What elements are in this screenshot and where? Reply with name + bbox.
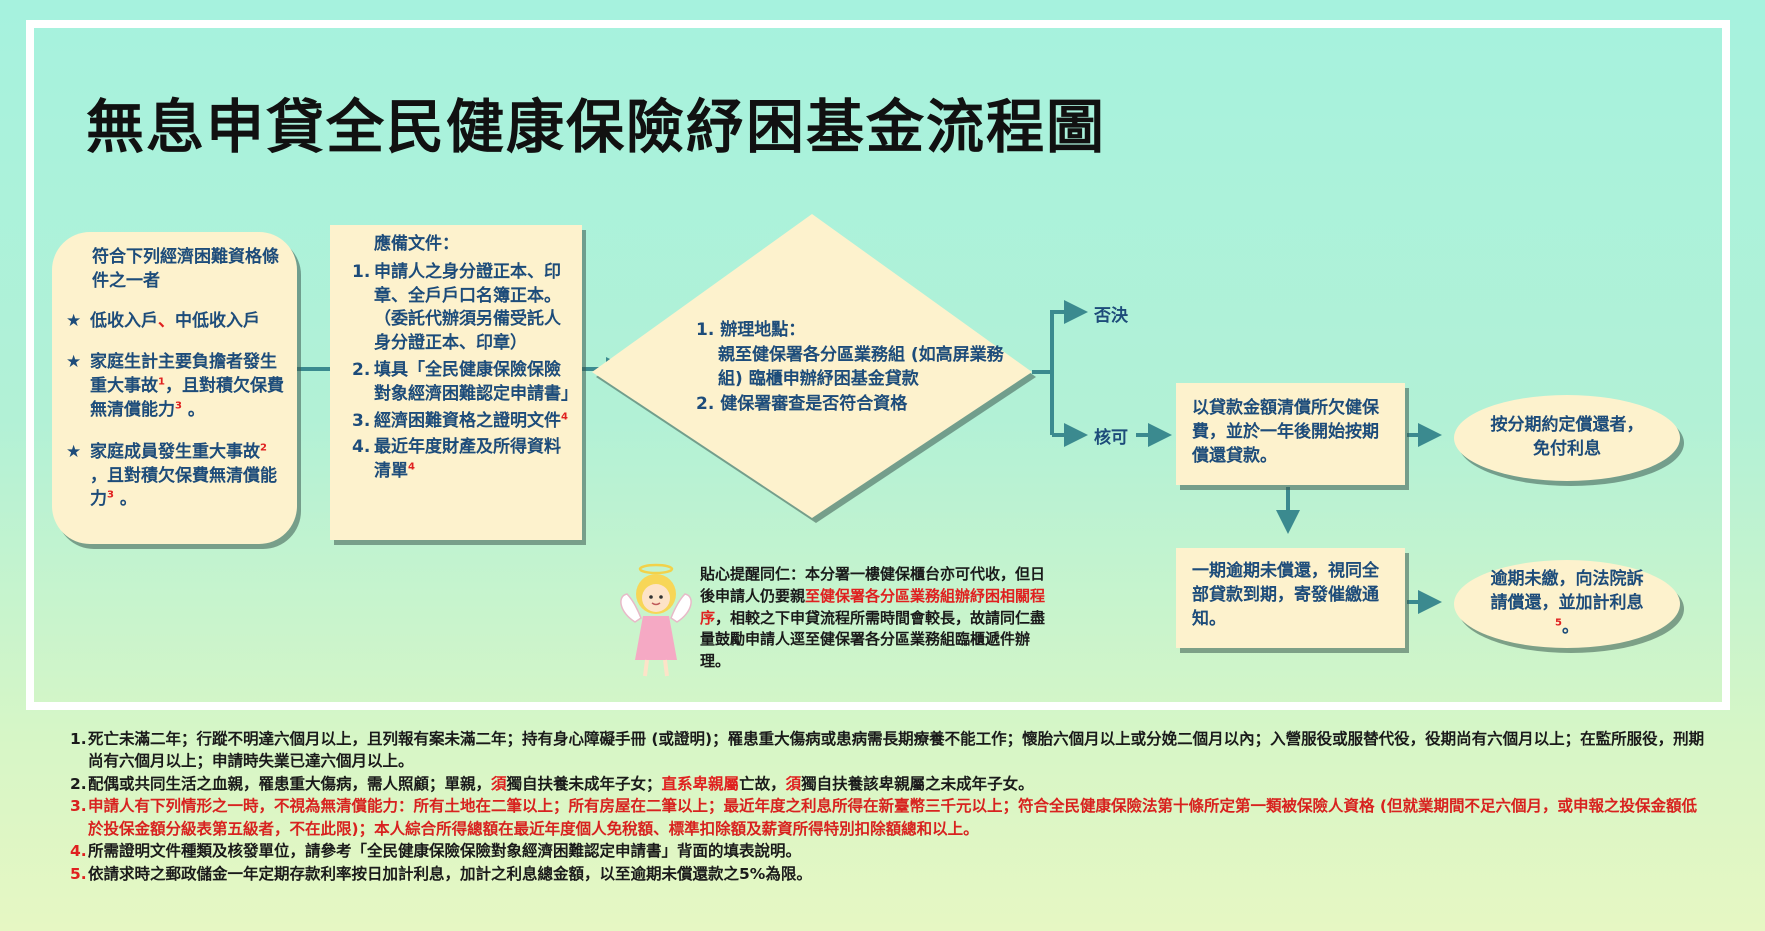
text-segment: 、: [158, 310, 175, 331]
page-title: 無息申貸全民健康保險紓困基金流程圖: [86, 93, 1107, 161]
lawsuit-oval: 逾期未繳，向法院訴請償還，並加計利息5。: [1454, 560, 1680, 648]
eligibility-list: ★低收入戶、中低收入戶★家庭生計主要負擔者發生重大事故1，且對積欠保費無清償能力…: [66, 310, 285, 513]
footnote-text: 死亡未滿二年；行蹤不明達六個月以上，且列報有案未滿二年；持有身心障礙手冊 (或證…: [88, 728, 1710, 773]
footnote-text: 申請人有下列情形之一時，不視為無清償能力：所有土地在二筆以上；所有房屋在二筆以上…: [88, 795, 1710, 840]
footnote-item: 2.配偶或共同生活之血親，罹患重大傷病，需人照顧；單親，須獨自扶養未成年子女；直…: [70, 773, 1710, 795]
text-segment: 須: [491, 774, 507, 793]
content-frame: [26, 20, 1730, 710]
star-icon: ★: [66, 352, 82, 373]
text-segment: 低收入戶: [90, 310, 158, 331]
location-label: 1. 辦理地點：: [696, 320, 806, 340]
text-segment: 獨自扶養該卑親屬之未成年子女。: [801, 774, 1034, 793]
text-segment: 最近年度財產及所得資料清單: [374, 437, 561, 482]
angel-icon: [620, 563, 692, 677]
text-segment: 至健保署各分區業務組辦紓困相關程序: [700, 586, 1046, 627]
text-segment: 。: [181, 399, 205, 420]
text-segment: ，相較之下申貸流程所需時間會較長，故請同仁盡量鼓勵申請人逕至健保署各分區業務組臨…: [700, 608, 1046, 671]
arrow-reject: [1050, 300, 1088, 435]
text-segment: 家庭成員發生重大事故: [90, 441, 260, 462]
text-segment: 死亡未滿二年；行蹤不明達六個月以上，且列報有案未滿二年；持有身心障礙手冊 (或證…: [88, 730, 1705, 771]
documents-heading: 應備文件：: [374, 234, 459, 254]
approve-label: 核可: [1094, 428, 1128, 448]
item-number: 3.: [352, 410, 371, 431]
text-segment: 配偶或共同生活之血親，罹患重大傷病，需人照顧；單親，: [88, 774, 492, 793]
documents-box: 應備文件： 1.申請人之身分證正本、印章、全戶戶口名簿正本。 （委託代辦須另備受…: [330, 225, 582, 540]
document-item-text: 申請人之身分證正本、印章、全戶戶口名簿正本。 （委託代辦須另備受託人身分證正本、…: [374, 261, 572, 356]
document-item-text: 填具「全民健康保險保險對象經濟困難認定申請書」: [374, 359, 578, 407]
footnote-item: 5.依請求時之郵政儲金一年定期存款利率按日加計利息，加計之利息總金額，以至逾期未…: [70, 863, 1710, 885]
footnote-item: 3.申請人有下列情形之一時，不視為無清償能力：所有土地在二筆以上；所有房屋在二筆…: [70, 795, 1710, 840]
eligibility-heading: 符合下列經濟困難資格條件之一者: [92, 247, 279, 291]
reminder-text: 貼心提醒同仁：本分署一樓健保櫃台亦可代收，但日後申請人仍要親至健保署各分區業務組…: [700, 564, 1052, 673]
text-segment: 獨自扶養未成年子女；: [506, 774, 662, 793]
text-segment: 申請人之身分證正本、印章、全戶戶口名簿正本。 （委託代辦須另備受託人身分證正本、…: [374, 261, 561, 354]
footnote-number: 5.: [70, 864, 87, 883]
approved-box: 以貸款金額清償所欠健保費，並於一年後開始按期償還貸款。: [1176, 383, 1405, 485]
text-segment: ，且對積欠保費無清償能力: [90, 465, 277, 510]
document-item: 3.經濟困難資格之證明文件4: [352, 410, 572, 434]
overdue-text: 一期逾期未償還，視同全部貸款到期，寄發催繳通知。: [1192, 561, 1379, 629]
approved-text: 以貸款金額清償所欠健保費，並於一年後開始按期償還貸款。: [1192, 398, 1379, 466]
installment-text: 按分期約定償還者，免付利息: [1490, 415, 1644, 459]
footnote-text: 依請求時之郵政儲金一年定期存款利率按日加計利息，加計之利息總金額，以至逾期未償還…: [88, 863, 812, 885]
text-segment: 家庭生計主要負擔者發生重大事故: [90, 352, 277, 397]
decision-text: 1. 辦理地點： 親至健保署各分區業務組 (如高屏業務組) 臨櫃申辦紓困基金貸款…: [696, 318, 1016, 417]
document-item: 2.填具「全民健康保險保險對象經濟困難認定申請書」: [352, 359, 578, 407]
eligibility-box: 符合下列經濟困難資格條件之一者 ★ 低收入戶、中低收入戶 ★ 家庭生計主要負擔者發生重…: [52, 232, 297, 544]
text-segment: 依請求時之郵政儲金一年定期存款利率按日加計利息，加計之利息總金額，以至逾期未償還…: [88, 864, 812, 883]
text-segment: 直系卑親屬: [661, 774, 740, 793]
footnote-ref: 2: [260, 442, 267, 454]
text-segment: 。: [113, 489, 137, 510]
document-item-text: 經濟困難資格之證明文件4: [374, 410, 568, 434]
document-item: 1.申請人之身分證正本、印章、全戶戶口名簿正本。 （委託代辦須另備受託人身分證正…: [352, 261, 572, 356]
documents-list: 1.申請人之身分證正本、印章、全戶戶口名簿正本。 （委託代辦須另備受託人身分證正…: [352, 261, 578, 484]
text-segment: ，且對積欠保費無清償能力: [90, 376, 284, 420]
star-icon: ★: [66, 310, 82, 331]
overdue-box: 一期逾期未償還，視同全部貸款到期，寄發催繳通知。: [1176, 548, 1405, 648]
footnotes: 1.死亡未滿二年；行蹤不明達六個月以上，且列報有案未滿二年；持有身心障礙手冊 (…: [70, 728, 1710, 885]
footnote-number: 2.: [70, 774, 87, 793]
text-segment: 所需證明文件種類及核發單位，請參考「全民健康保險保險對象經濟困難認定申請書」背面…: [88, 842, 802, 861]
star-icon: ★: [66, 441, 82, 462]
eligibility-item: ★ 低收入戶、中低收入戶: [66, 310, 285, 334]
text-segment: 申請人有下列情形之一時，不視為無清償能力：所有土地在二筆以上；所有房屋在二筆以上…: [88, 797, 1697, 838]
footnote-item: 1.死亡未滿二年；行蹤不明達六個月以上，且列報有案未滿二年；持有身心障礙手冊 (…: [70, 728, 1710, 773]
text-segment: 填具「全民健康保險保險對象經濟困難認定申請書」: [374, 359, 578, 404]
installment-oval: 按分期約定償還者，免付利息: [1454, 395, 1680, 481]
review-text: 2. 健保署審查是否符合資格: [696, 393, 908, 414]
eligibility-item: ★ 家庭成員發生重大事故2 ，且對積欠保費無清償能力3 。: [66, 441, 285, 512]
lawsuit-text: 逾期未繳，向法院訴請償還，並加計利息5。: [1490, 569, 1644, 637]
text-segment: 貼心提醒同仁：本分署一樓健保櫃台亦可代收，但日後申請人仍要親: [700, 565, 1046, 605]
eligibility-item-text: 低收入戶、中低收入戶: [90, 310, 260, 334]
footnote-item: 4.所需證明文件種類及核發單位，請參考「全民健康保險保險對象經濟困難認定申請書」…: [70, 840, 1710, 862]
text-segment: 中低收入戶: [175, 310, 260, 331]
document-item-text: 最近年度財產及所得資料清單4: [374, 436, 572, 484]
text-segment: 亡故，: [739, 774, 786, 793]
item-number: 4.: [352, 437, 371, 458]
reject-label: 否決: [1094, 306, 1128, 326]
eligibility-item-text: 家庭生計主要負擔者發生重大事故1，且對積欠保費無清償能力3 。: [90, 351, 285, 422]
footnote-number: 1.: [70, 730, 87, 748]
footnote-number: 3.: [70, 797, 87, 816]
footnote-ref: 1: [158, 376, 165, 388]
decision-diamond: [592, 214, 1032, 518]
footnote-ref: 3: [107, 489, 114, 501]
item-number: 2.: [352, 359, 371, 380]
text-segment: 經濟困難資格之證明文件: [374, 410, 561, 431]
footnote-ref: 4: [408, 461, 415, 473]
footnote-ref: 4: [561, 410, 568, 422]
footnote-ref: 3: [175, 400, 182, 412]
text-segment: 須: [785, 774, 802, 793]
document-item: 4.最近年度財產及所得資料清單4: [352, 436, 572, 484]
eligibility-item-text: 家庭成員發生重大事故2 ，且對積欠保費無清償能力3 。: [90, 441, 285, 512]
location-text: 親至健保署各分區業務組 (如高屏業務組) 臨櫃申辦紓困基金貸款: [718, 344, 1004, 390]
footnote-text: 配偶或共同生活之血親，罹患重大傷病，需人照顧；單親，須獨自扶養未成年子女；直系卑…: [88, 773, 1034, 795]
item-number: 1.: [352, 261, 371, 282]
footnote-text: 所需證明文件種類及核發單位，請參考「全民健康保險保險對象經濟困難認定申請書」背面…: [88, 840, 801, 862]
footnote-number: 4.: [70, 842, 87, 861]
eligibility-item: ★ 家庭生計主要負擔者發生重大事故1，且對積欠保費無清償能力3 。: [66, 351, 285, 422]
